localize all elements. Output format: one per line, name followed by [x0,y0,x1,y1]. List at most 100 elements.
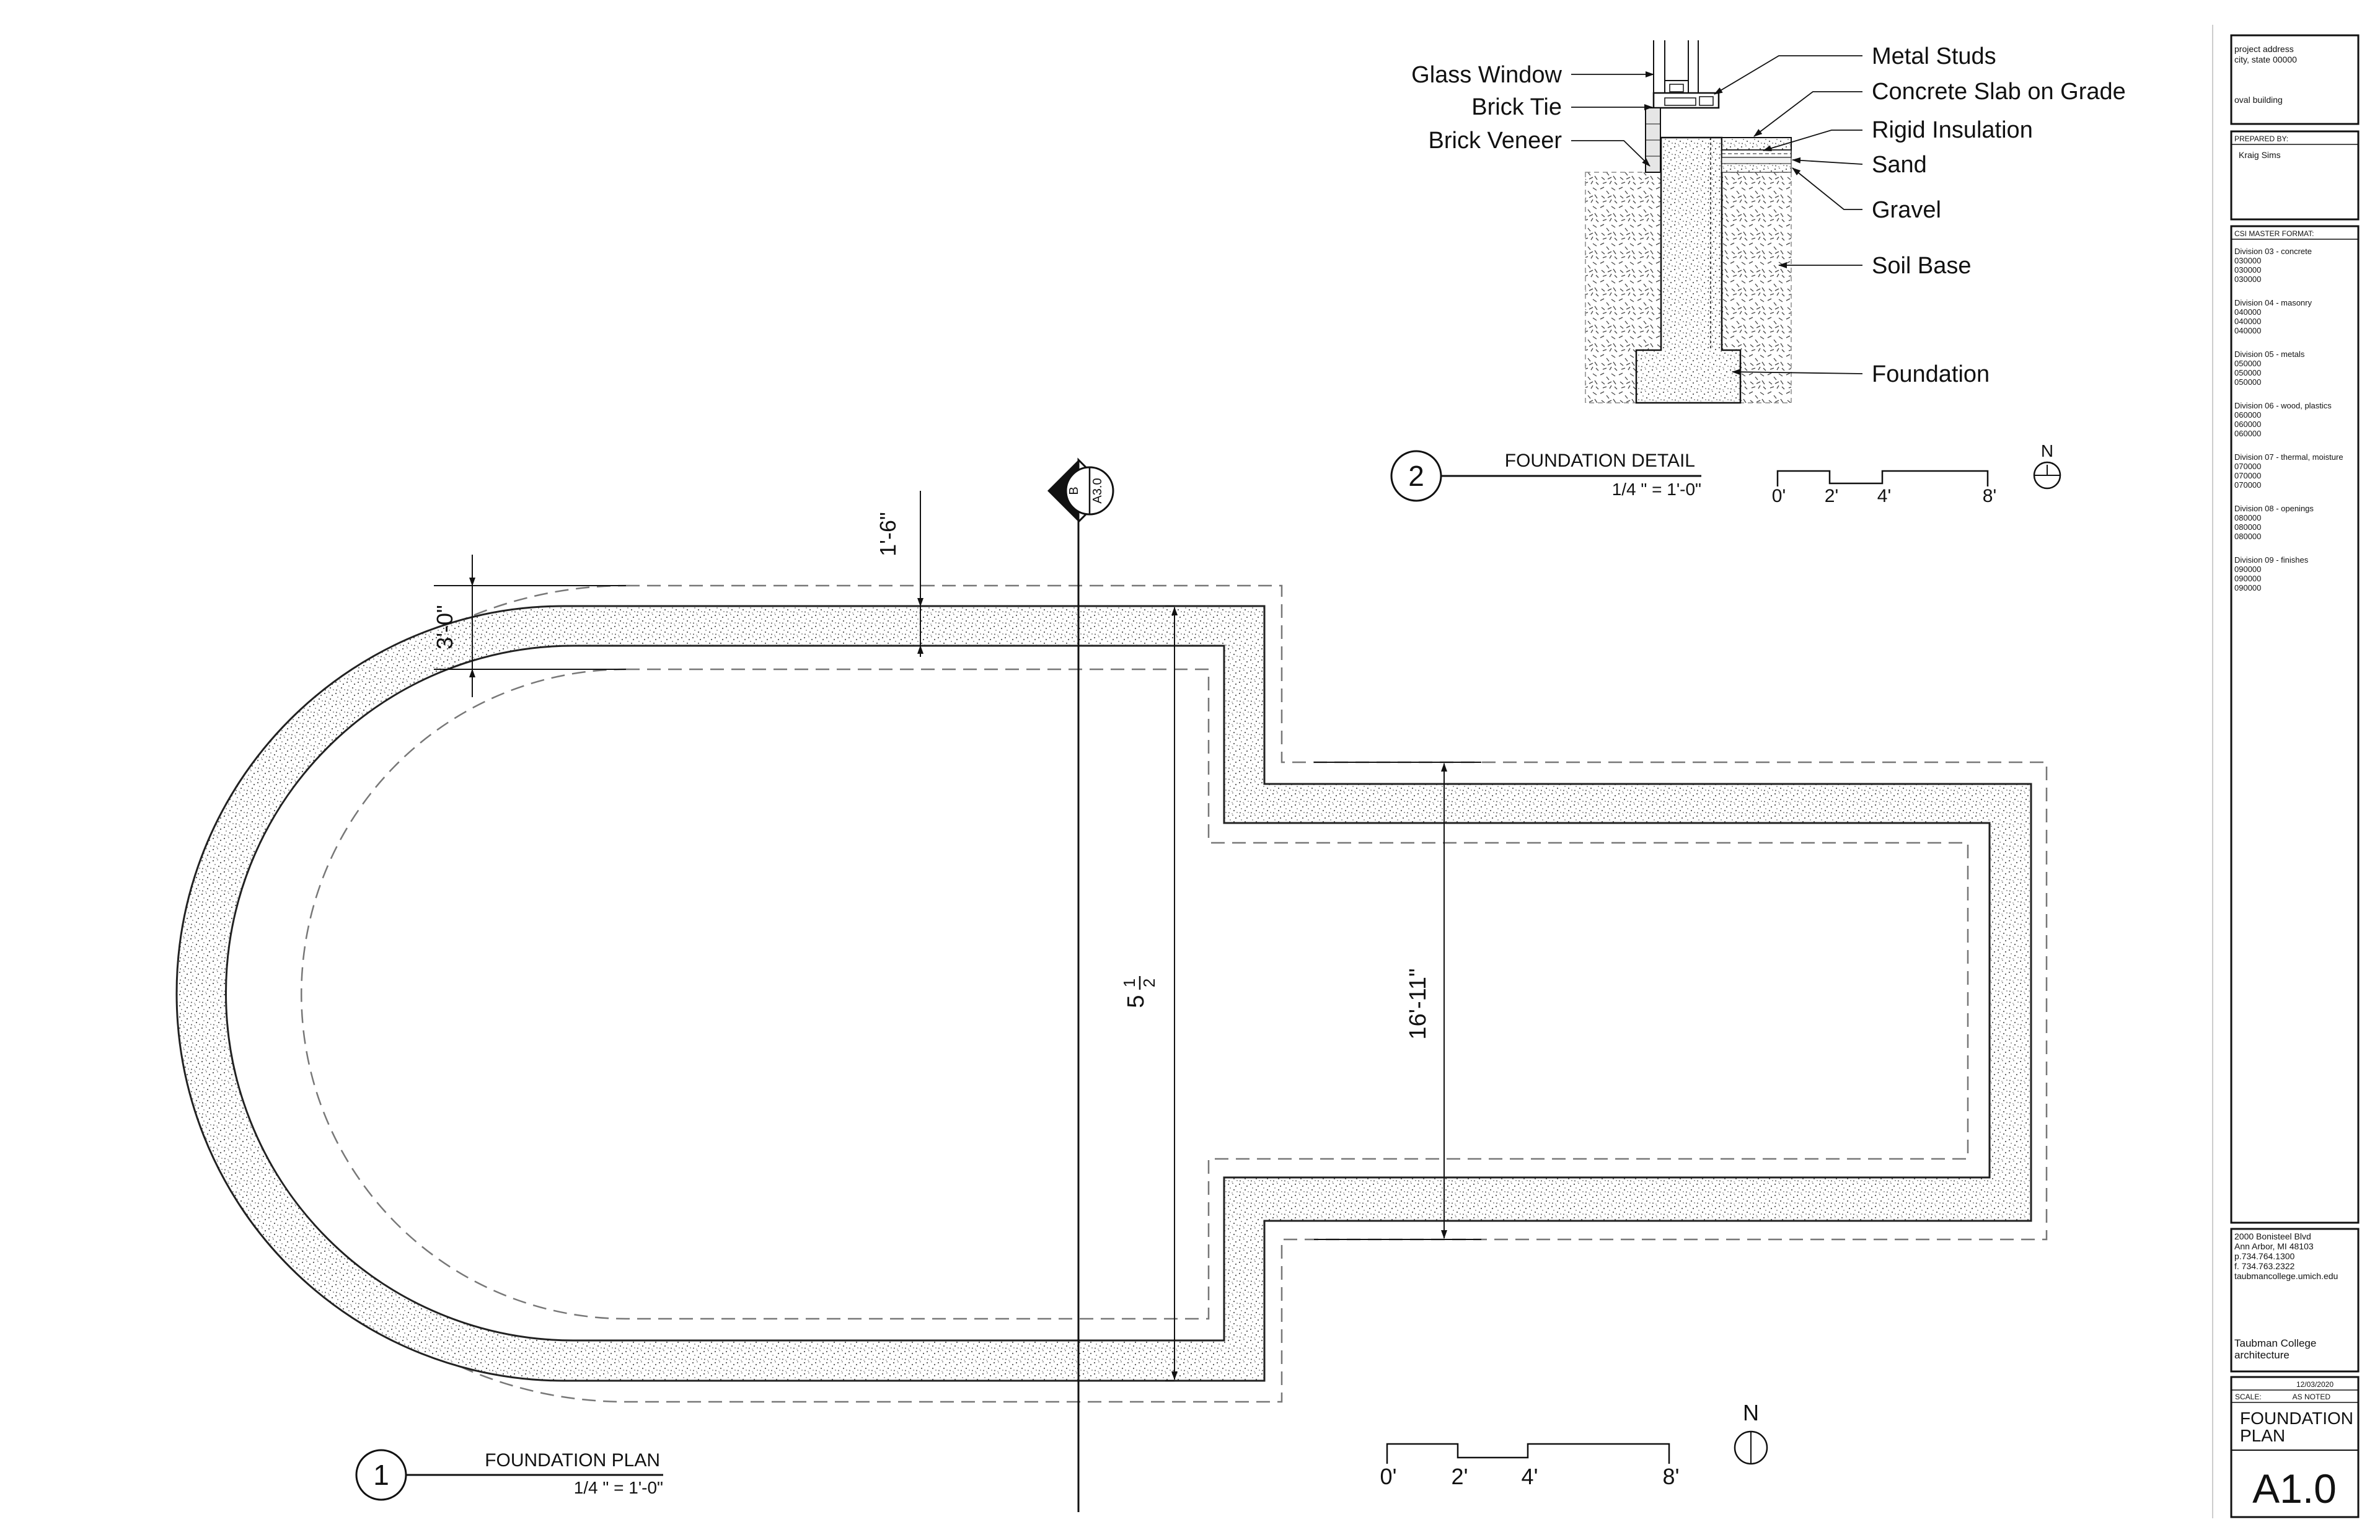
title-block: project address city, state 00000 oval b… [2212,25,2360,1518]
foundation-detail: Glass Window Brick Tie Brick Veneer Meta… [1390,40,2126,506]
prepared-by-name: Kraig Sims [2239,150,2281,160]
prepared-by-label: PREPARED BY: [2234,134,2288,143]
dimension-main-depth: 5 1 2 [1120,605,1178,1381]
sheet-title-2: PLAN [2240,1426,2285,1445]
school-fax: f. 734.763.2322 [2234,1261,2295,1271]
label-concrete-slab: Concrete Slab on Grade [1872,79,2126,105]
csi-division-code: 060000 [2234,410,2261,420]
csi-division-code: 040000 [2234,307,2261,317]
foundation-plan: B A3.0 1'-6" 3'-0" 5 1 [175,457,2048,1512]
csi-division-title: Division 04 - masonry [2234,298,2312,307]
plan-scale-8: 8' [1663,1464,1680,1489]
address-box [2230,1228,2360,1373]
csi-division-code: 030000 [2234,275,2261,284]
label-rigid-insulation: Rigid Insulation [1872,117,2033,143]
plan-scale-2: 2' [1452,1464,1468,1489]
dimension-footing-width-text: 3'-0" [432,605,457,649]
label-metal-studs: Metal Studs [1872,43,1996,69]
csi-division-title: Division 07 - thermal, moisture [2234,452,2343,462]
label-gravel: Gravel [1872,197,1941,223]
detail-number: 2 [1408,460,1424,492]
project-box [2230,34,2360,125]
footing-inner-dashed-outline [300,668,1969,1320]
school-phone: p.734.764.1300 [2234,1251,2295,1261]
detail-north-arrow: N [2033,441,2061,490]
dimension-main-depth-denominator: 2 [1140,979,1158,987]
plan-number: 1 [373,1459,389,1491]
footing-outer-dashed-outline [217,584,2048,1403]
csi-division-code: 080000 [2234,532,2261,541]
label-glass-window: Glass Window [1411,62,1562,88]
plan-north-letter: N [1743,1400,1759,1425]
detail-scale-8: 8' [1983,486,1996,506]
csi-division-title: Division 06 - wood, plastics [2234,401,2332,410]
csi-division-code: 090000 [2234,574,2261,583]
project-address-2: city, state 00000 [2234,55,2297,64]
section-marker-letter: B [1067,486,1081,495]
csi-division-code: 090000 [2234,565,2261,574]
school-name-2: architecture [2234,1349,2290,1361]
plan-title-text: FOUNDATION PLAN [485,1450,660,1471]
school-name-1: Taubman College [2234,1337,2316,1349]
project-address-1: project address [2234,44,2294,54]
sheet-number: A1.0 [2252,1466,2337,1511]
csi-division-code: 050000 [2234,377,2261,387]
gravel-layer [1721,163,1792,173]
window-assembly [1652,40,1720,109]
csi-division-code: 080000 [2234,513,2261,522]
detail-north-letter: N [2041,441,2053,460]
section-marker-sheet: A3.0 [1091,478,1104,503]
sand-layer [1721,157,1792,164]
sheet-scale-value: AS NOTED [2293,1393,2331,1401]
csi-division-code: 060000 [2234,420,2261,429]
csi-division-title: Division 09 - finishes [2234,555,2309,565]
csi-label: CSI MASTER FORMAT: [2234,229,2314,238]
detail-scale-bar: 0' 2' 4' 8' [1772,470,1996,506]
sheet-title-1: FOUNDATION [2240,1409,2353,1428]
dimension-wall-offset: 1'-6" [875,491,923,657]
dimension-main-depth-whole: 5 [1123,995,1149,1008]
school-address-1: 2000 Bonisteel Blvd [2234,1231,2311,1241]
dimension-main-depth-numerator: 1 [1120,979,1139,987]
plan-north-arrow: N [1734,1400,1768,1465]
label-foundation: Foundation [1872,361,1990,387]
detail-leaders-right [1714,55,1863,376]
plan-title: 1 FOUNDATION PLAN 1/4 " = 1'-0" [355,1449,663,1501]
csi-division-list: Division 03 - concrete030000030000030000… [2234,247,2343,592]
csi-division-code: 030000 [2234,265,2261,275]
csi-division-title: Division 05 - metals [2234,350,2305,359]
csi-division-code: 090000 [2234,583,2261,592]
csi-division-code: 030000 [2234,256,2261,265]
foundation-wall [175,605,2032,1382]
plan-scale-text: 1/4 " = 1'-0" [574,1478,663,1497]
csi-box [2230,225,2360,1224]
detail-scale-0: 0' [1772,486,1786,506]
plan-scale-4: 4' [1522,1464,1538,1489]
csi-division-title: Division 03 - concrete [2234,247,2312,256]
section-marker-b: B A3.0 [1047,457,1114,524]
foundation-wall-and-footing [1635,136,1742,404]
dimension-wing-depth-text: 16'-11" [1405,968,1431,1039]
detail-scale-2: 2' [1825,486,1838,506]
dimension-wall-offset-text: 1'-6" [875,512,901,557]
detail-leaders-left [1571,71,1654,167]
label-soil-base: Soil Base [1872,253,1972,279]
concrete-slab [1721,137,1792,151]
school-web: taubmancollege.umich.edu [2234,1271,2338,1281]
csi-division-code: 040000 [2234,326,2261,335]
csi-division-code: 040000 [2234,317,2261,326]
detail-title: 2 FOUNDATION DETAIL 1/4 " = 1'-0" [1390,450,1701,502]
plan-scale-0: 0' [1380,1464,1397,1489]
csi-division-code: 060000 [2234,429,2261,438]
csi-division-code: 080000 [2234,522,2261,532]
detail-scale-4: 4' [1877,486,1891,506]
sheet-scale-label: SCALE: [2235,1393,2262,1401]
project-name: oval building [2234,95,2283,105]
dimension-wing-depth: 16'-11" [1314,762,1481,1240]
prepared-by-box [2230,130,2360,221]
sheet-box [2230,1376,2360,1518]
dimension-footing-width: 3'-0" [432,555,626,697]
csi-division-code: 050000 [2234,359,2261,368]
csi-division-code: 070000 [2234,471,2261,480]
